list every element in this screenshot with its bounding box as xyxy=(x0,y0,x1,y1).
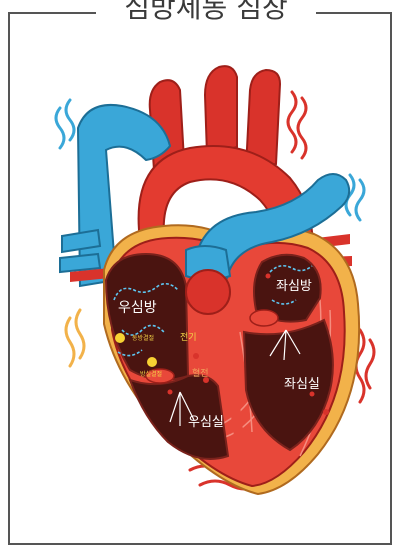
label-left-ventricle: 좌심실 xyxy=(284,377,320,392)
label-thrombus: 혈전 xyxy=(192,367,209,379)
thrombus-dot-3 xyxy=(168,390,173,395)
label-right-ventricle: 우심실 xyxy=(188,415,224,430)
tremor-line-mid-right-2 xyxy=(356,180,364,220)
tremor-line-left-2 xyxy=(66,318,74,366)
tremor-line-top-left xyxy=(66,100,74,140)
aorta-branch-2 xyxy=(205,66,237,155)
thrombus-dot-6 xyxy=(266,274,271,279)
label-electricity: 전기 xyxy=(180,332,197,343)
thrombus-dot-5 xyxy=(323,409,329,415)
tremor-line-top-right-2 xyxy=(298,98,306,158)
tremor-line-top-right xyxy=(288,92,296,152)
vena-cava-branch-left-2 xyxy=(60,254,100,272)
label-left-atrium: 좌심방 xyxy=(276,279,312,294)
aortic-root xyxy=(186,270,230,314)
tremor-line-left xyxy=(76,310,84,358)
thrombus-dot-4 xyxy=(310,392,315,397)
thrombus-dot-1 xyxy=(193,353,199,359)
label-av-node: 방실결절 xyxy=(140,370,162,378)
label-right-atrium: 우심방 xyxy=(118,300,157,316)
sa-node-dot xyxy=(115,333,125,343)
av-node-dot xyxy=(147,357,157,367)
mitral-valve xyxy=(250,310,278,326)
tremor-line-right-2 xyxy=(366,340,374,388)
tremor-line-top-left-2 xyxy=(56,108,64,148)
label-sa-node: 동방결절 xyxy=(132,334,154,342)
